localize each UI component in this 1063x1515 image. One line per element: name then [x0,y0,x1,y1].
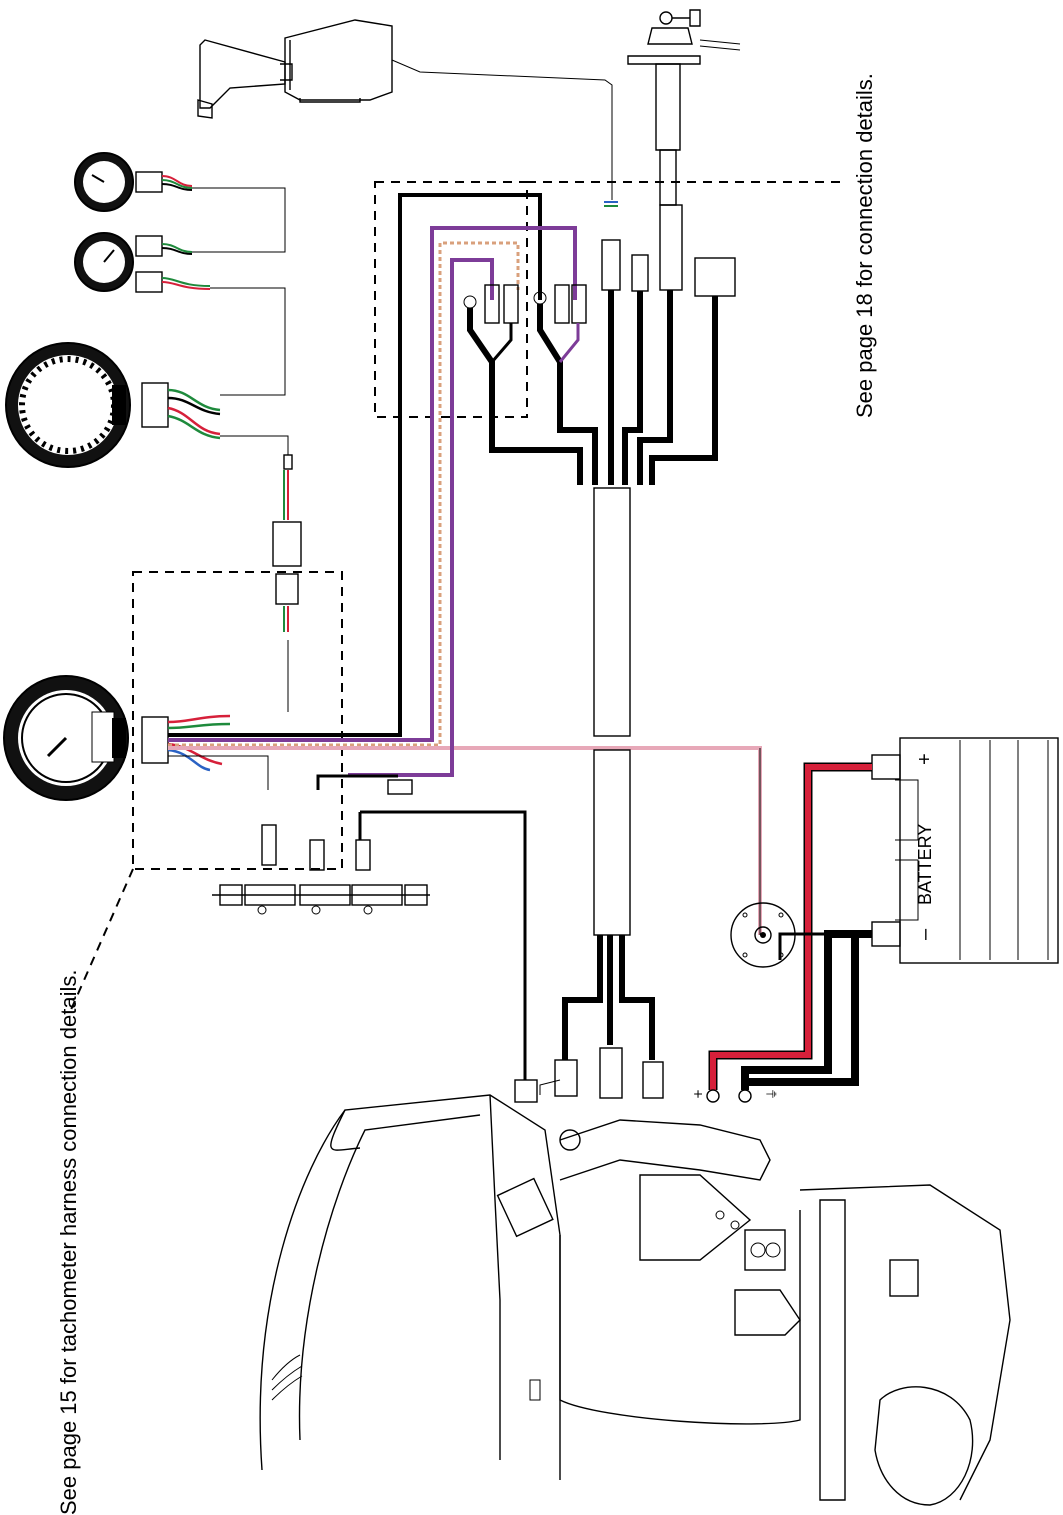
battery-positive-label: + [914,753,936,765]
battery-cables: + ⏚ [691,762,872,1103]
tachometer-gauge [3,675,231,801]
ignition-switch [627,9,741,206]
battery: BATTERY + – [871,737,1059,964]
small-gauge-2 [74,232,286,396]
battery-label: BATTERY [915,824,935,905]
engine-positive-terminal-label: + [691,1089,705,1099]
remote-control [197,19,613,200]
outboard-engine [259,1079,1011,1506]
battery-negative-label: – [914,928,936,940]
engine-ground-terminal-label: ⏚ [765,1088,779,1100]
ignition-leads [463,201,736,485]
ignition-detail-box [374,181,528,418]
tach-harness [168,193,762,1080]
speedometer-gauge [5,342,293,470]
ignition-note: See page 18 for connection details. [852,73,877,418]
tachometer-callout-line [69,868,134,1013]
data-bus [212,824,430,915]
main-harness [514,487,664,1103]
tachometer-detail-box [132,571,343,870]
detail-boxes [69,181,840,1013]
small-gauge-1 [74,152,286,253]
gauge-link-connectors [272,470,302,712]
fuel-sender [730,902,796,968]
tachometer-note: See page 15 for tachometer harness conne… [56,970,81,1515]
